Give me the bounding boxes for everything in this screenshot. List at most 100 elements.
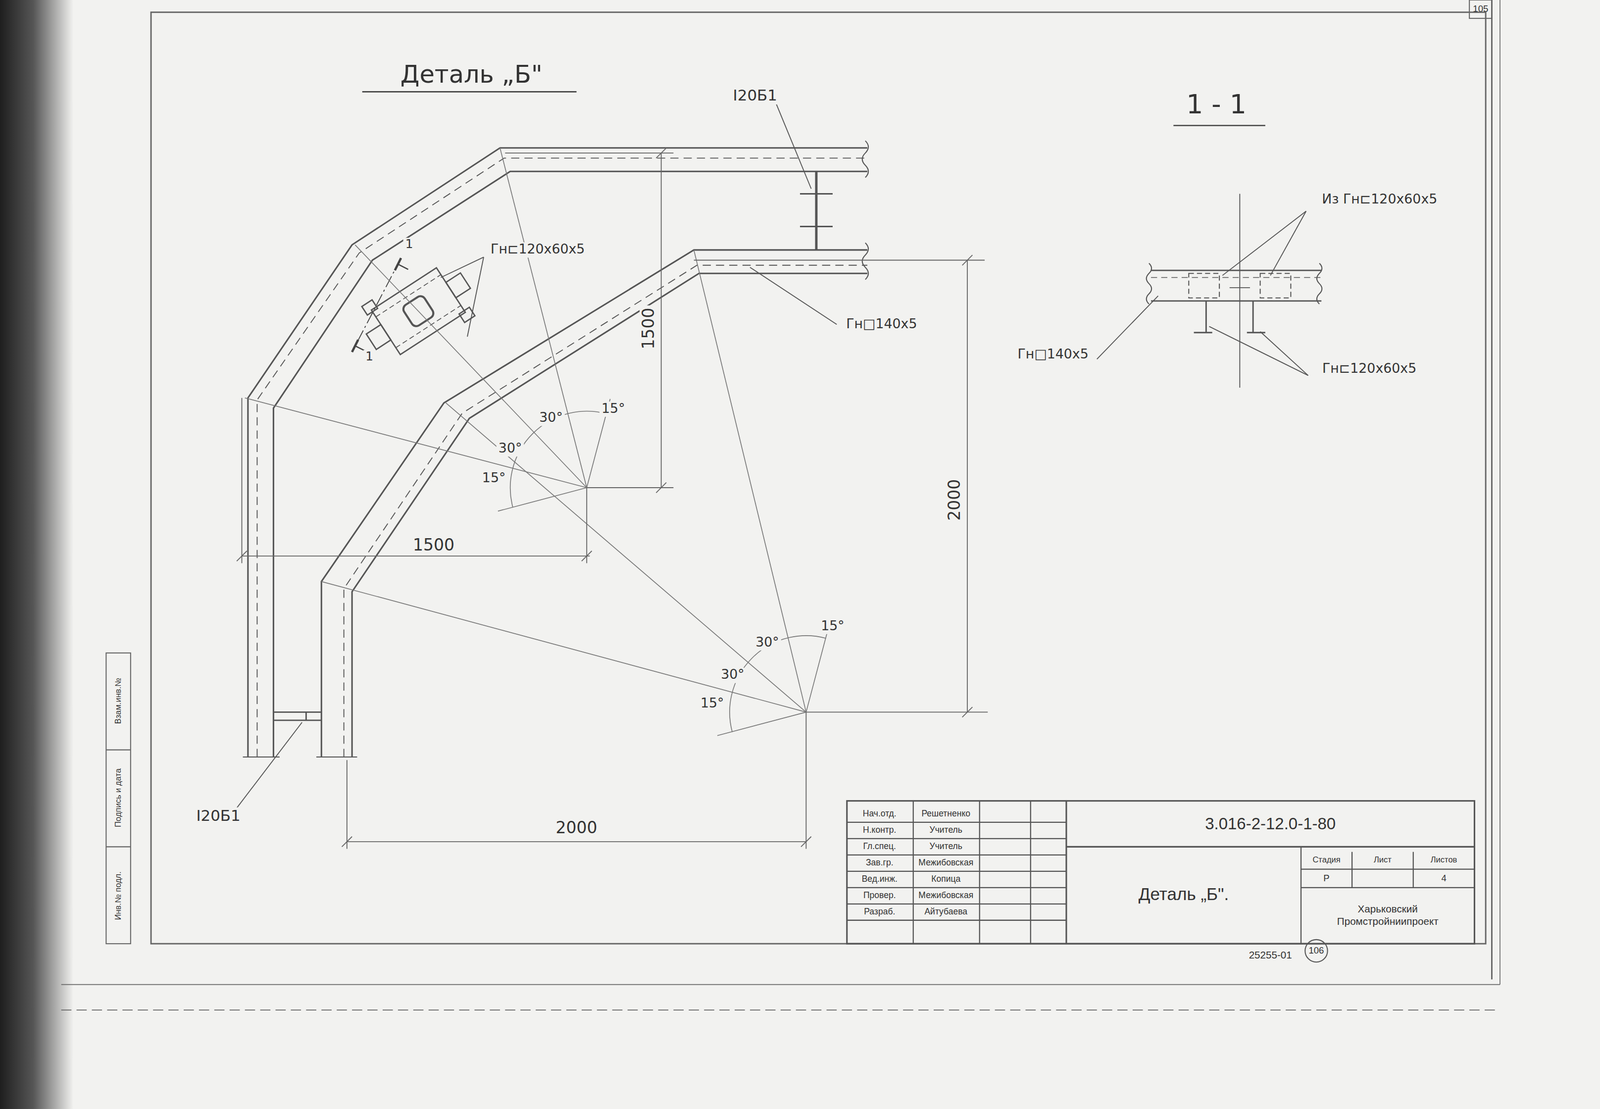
i-beam-part xyxy=(273,719,322,721)
section-mark: 1 xyxy=(363,350,376,364)
section-view-part xyxy=(1146,263,1152,304)
i-beam-part xyxy=(305,711,307,720)
page-number: 106 xyxy=(1306,945,1326,956)
bracket-part xyxy=(361,300,378,316)
construction-lines-part xyxy=(446,402,807,712)
profile-label: Гн⊏120x60x5 xyxy=(1320,361,1419,378)
title-underline xyxy=(1173,124,1266,127)
sheet-frame-part xyxy=(1469,0,1492,19)
title-block-part xyxy=(1300,846,1302,944)
dimension-lines xyxy=(236,148,988,850)
dimension-lines-part xyxy=(962,254,973,266)
leader-lines xyxy=(236,101,1308,808)
title-block-part xyxy=(847,800,1475,944)
inner-tube-part xyxy=(344,265,868,757)
outer-tube-part xyxy=(273,171,868,757)
inner-tube-part xyxy=(351,273,868,757)
title-block-part xyxy=(847,854,1067,856)
section-cut-part xyxy=(398,264,409,270)
break-lines-part xyxy=(243,756,358,758)
leader-lines-part xyxy=(1222,211,1306,276)
leader-lines-part xyxy=(1097,296,1159,360)
profile-label: Гн□140x5 xyxy=(1015,347,1091,363)
angle: 15° xyxy=(480,470,508,487)
title-block-part xyxy=(847,838,1067,840)
scan-shadow xyxy=(0,0,74,1109)
sheet-frame-part xyxy=(105,652,131,944)
dimension-lines-part xyxy=(242,555,591,557)
title-block-name: Межибовская xyxy=(916,890,976,901)
sheet-frame xyxy=(61,0,1500,1010)
sheet-title: Деталь „Б". xyxy=(1136,884,1232,905)
sheet-frame-part xyxy=(1491,0,1493,980)
profile-label: Гн⊏120x60x5 xyxy=(488,242,588,258)
dimension-lines-part xyxy=(342,836,353,848)
dimension: 1500 xyxy=(410,536,457,556)
dimension-lines-part xyxy=(966,259,968,712)
angle: 30° xyxy=(537,410,565,426)
construction-lines xyxy=(245,148,830,736)
title-block-name: Учитель xyxy=(927,825,965,836)
title-block-value: 4 xyxy=(1439,873,1449,884)
leader-lines-part xyxy=(467,256,484,337)
dimension-lines-part xyxy=(347,841,807,843)
outer-tube-part xyxy=(248,148,868,757)
i-beam-part xyxy=(273,711,322,713)
section-view-part xyxy=(1316,263,1322,304)
bracket-part xyxy=(396,305,461,348)
leader-lines-part xyxy=(1209,326,1309,376)
profile-label: Из Гн⊏120x60x5 xyxy=(1319,192,1440,208)
angle: 15° xyxy=(698,696,727,712)
break-lines-part xyxy=(862,140,869,178)
sheet-frame-part xyxy=(61,984,1500,986)
leader-lines-part xyxy=(775,101,812,189)
dimension-lines-part xyxy=(805,711,988,713)
title-underline xyxy=(362,91,577,93)
outer-tube xyxy=(248,148,868,757)
break-lines-part xyxy=(862,242,869,280)
title-block-name: Копица xyxy=(929,874,963,885)
drawing-code: 3.016-2-12.0-1-80 xyxy=(1202,814,1338,834)
drawing-title: Деталь „Б" xyxy=(398,61,545,90)
title-block-head: Стадия xyxy=(1310,855,1343,865)
dimension: 1500 xyxy=(639,305,659,351)
stamp-field: Инв.№ подл. xyxy=(113,869,124,922)
angle: 15° xyxy=(818,618,847,635)
title-block-name: Межибовская xyxy=(916,857,976,868)
inner-tube-part xyxy=(321,250,868,757)
title-block-role: Нач.отд. xyxy=(860,808,899,819)
construction-lines-part xyxy=(500,148,587,488)
title-block-role: Зав.гр. xyxy=(863,857,896,868)
construction-lines-part xyxy=(354,245,587,488)
outer-tube-part xyxy=(256,157,868,757)
section-view-part xyxy=(1188,273,1220,298)
sheet-frame-part xyxy=(105,846,131,848)
dimension-lines-part xyxy=(655,482,667,494)
title-block-value: Р xyxy=(1321,873,1332,884)
title-block-role: Н.контр. xyxy=(860,825,899,836)
angle: 30° xyxy=(753,635,782,651)
section-view-part xyxy=(1150,277,1322,279)
construction-lines-part xyxy=(245,398,588,488)
i-beam-part xyxy=(814,171,818,250)
leader-lines-part xyxy=(1270,211,1306,276)
section-view-part xyxy=(1229,287,1250,289)
title-block-part xyxy=(847,870,1067,872)
bracket-part xyxy=(446,272,471,298)
member-label: I20Б1 xyxy=(730,87,780,105)
title-block-part xyxy=(847,919,1067,921)
section-cut-part xyxy=(351,257,401,352)
dimension-lines-part xyxy=(655,148,667,159)
section-mark: 1 xyxy=(403,237,416,252)
bracket-part xyxy=(366,324,392,350)
sheet-frame-part xyxy=(1499,0,1501,985)
section-title: 1 - 1 xyxy=(1184,89,1249,121)
leader-lines-part xyxy=(236,722,302,808)
angle: 30° xyxy=(718,667,747,684)
dimension-lines-part xyxy=(586,487,588,563)
title-block-head: Листов xyxy=(1428,855,1460,865)
title-block-name: Айтубаева xyxy=(922,906,970,917)
section-view xyxy=(1146,194,1323,389)
